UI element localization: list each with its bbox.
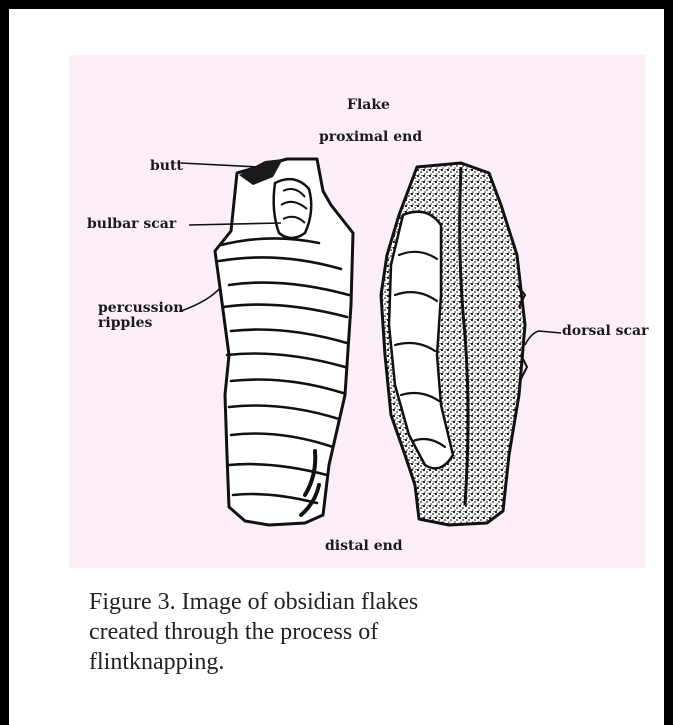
flake-illustration: Flake proximal end butt bulbar scar perc… bbox=[69, 55, 645, 568]
figure-caption: Figure 3. Image of obsidian flakes creat… bbox=[89, 587, 419, 677]
label-percussion-ripples: percussion ripples bbox=[98, 301, 178, 330]
label-distal-end: distal end bbox=[325, 539, 403, 554]
diagram-title: Flake bbox=[347, 98, 390, 113]
dorsal-flake bbox=[381, 163, 527, 525]
label-bulbar-scar: bulbar scar bbox=[87, 217, 176, 232]
label-butt: butt bbox=[150, 159, 183, 174]
label-dorsal-scar: dorsal scar bbox=[562, 324, 649, 339]
label-proximal-end: proximal end bbox=[319, 130, 422, 145]
ventral-flake bbox=[215, 159, 353, 525]
